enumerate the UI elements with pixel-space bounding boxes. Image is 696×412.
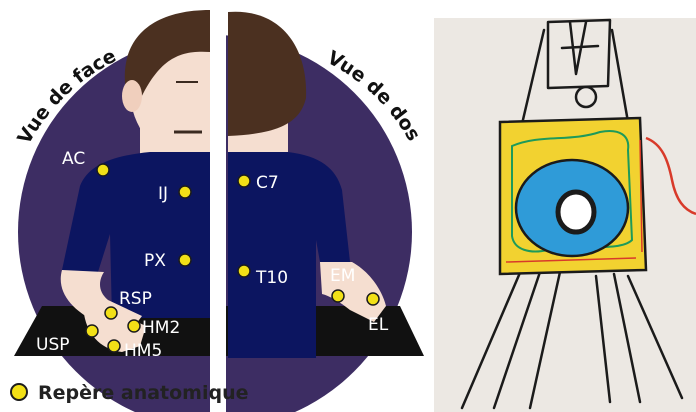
label-c7: C7: [256, 173, 279, 193]
drawing-photo: [434, 18, 696, 412]
sketch-target-inner: [558, 192, 594, 232]
marker-hm2: [128, 320, 140, 332]
back-hair: [228, 12, 306, 136]
label-t10: T10: [255, 268, 288, 288]
marker-hm5: [108, 340, 120, 352]
marker-t10: [238, 265, 250, 277]
label-usp: USP: [36, 335, 70, 355]
label-ac: AC: [62, 149, 85, 169]
view-divider: [210, 0, 226, 412]
legend: Repère anatomique: [11, 382, 249, 404]
legend-marker-icon: [11, 384, 27, 400]
anatomy-diagram: Vue de face Vue de dos AC IJ PX RSP USP …: [13, 0, 424, 412]
label-el: EL: [368, 315, 389, 335]
marker-ij: [179, 186, 191, 198]
marker-rsp: [105, 307, 117, 319]
marker-el: [367, 293, 379, 305]
label-ij: IJ: [158, 184, 168, 204]
marker-px: [179, 254, 191, 266]
marker-ac: [97, 164, 109, 176]
front-ear: [122, 80, 142, 112]
label-hm5: HM5: [124, 341, 162, 361]
marker-em: [332, 290, 344, 302]
marker-usp: [86, 325, 98, 337]
label-em: EM: [330, 266, 355, 286]
label-px: PX: [144, 251, 166, 271]
label-rsp: RSP: [119, 289, 152, 309]
label-hm2: HM2: [142, 318, 180, 338]
marker-c7: [238, 175, 250, 187]
legend-label: Repère anatomique: [38, 382, 249, 404]
